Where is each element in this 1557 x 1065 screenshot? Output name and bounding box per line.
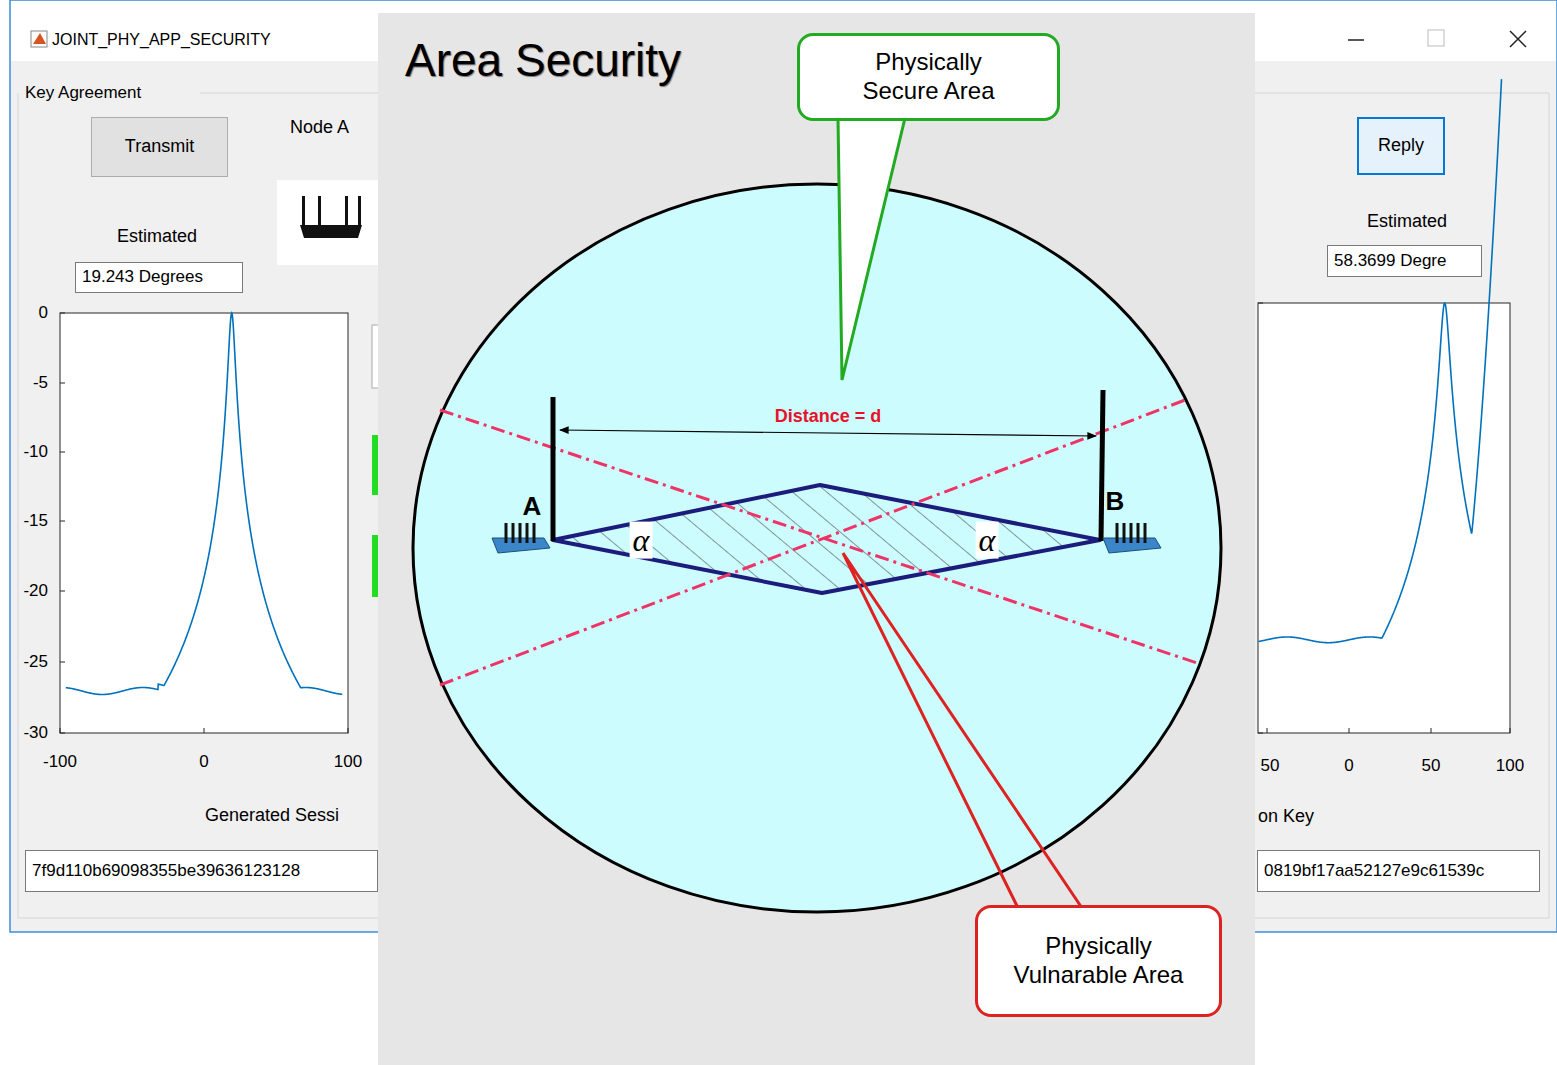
- tick-mark: [60, 313, 65, 314]
- plot-axes: [1258, 303, 1510, 733]
- node-text: 7f9d110b69098355be39636123128: [32, 861, 300, 881]
- callout-box: Physically Vulnarable Area: [975, 905, 1222, 1017]
- node-text: Physically Vulnarable Area: [999, 932, 1199, 990]
- panel-title: Area Security: [405, 34, 681, 87]
- close-icon: [1510, 31, 1526, 47]
- node-text: Physically Secure Area: [839, 48, 1019, 106]
- field-label: Estimated: [1367, 211, 1447, 232]
- router-antenna: [345, 196, 348, 226]
- text-field: 58.3699 Degre: [1327, 245, 1482, 277]
- device-antenna: [519, 523, 522, 543]
- axis-tick: 100: [334, 752, 362, 772]
- node-letter: A: [523, 492, 542, 522]
- maximize-icon: [1428, 30, 1444, 46]
- device-antenna: [505, 523, 508, 543]
- device-antenna: [512, 523, 515, 543]
- tick-mark: [60, 728, 61, 733]
- push-button: Transmit: [91, 117, 228, 177]
- node-text: 19.243 Degrees: [82, 267, 203, 287]
- tick-mark: [60, 591, 65, 592]
- angle-symbol: α: [976, 522, 999, 559]
- axis-tick: -15: [23, 511, 48, 531]
- field-label: Generated Sessi: [205, 805, 339, 826]
- tick-mark: [60, 521, 65, 522]
- device-antenna: [1116, 523, 1119, 543]
- axis-tick: 100: [1496, 756, 1524, 776]
- group-title: Key Agreement: [22, 83, 144, 103]
- node-text: 58.3699 Degre: [1334, 251, 1446, 271]
- field-label: on Key: [1258, 806, 1314, 827]
- router-antenna: [302, 196, 305, 226]
- distance-arrow: [560, 430, 1096, 436]
- router-antenna: [318, 196, 321, 226]
- axis-tick: 50: [1422, 756, 1441, 776]
- dimension-label: Distance = d: [775, 406, 882, 427]
- axis-tick: 0: [39, 303, 48, 323]
- field-label: Estimated: [117, 226, 197, 247]
- axis-tick: -30: [23, 723, 48, 743]
- router-image: [277, 180, 380, 265]
- axis-tick: 0: [199, 752, 208, 772]
- angle-symbol: α: [630, 522, 653, 559]
- device-antenna: [1137, 523, 1140, 543]
- panel-ground: [378, 13, 1255, 1065]
- router-image: [300, 225, 362, 238]
- key-field: 0819bf17aa52127e9c61539c: [1257, 850, 1540, 892]
- device-antenna: [1130, 523, 1133, 543]
- antenna-a: [551, 397, 556, 541]
- tick-mark: [1349, 728, 1350, 733]
- tick-mark: [1258, 733, 1263, 734]
- tick-mark: [1258, 303, 1263, 304]
- window-title: JOINT_PHY_APP_SECURITY: [52, 31, 271, 49]
- axis-tick: 50: [1261, 756, 1280, 776]
- device-antenna: [526, 523, 529, 543]
- node-text: 0819bf17aa52127e9c61539c: [1264, 861, 1484, 881]
- group-box: [18, 93, 1549, 918]
- secure-area-circle: [413, 184, 1221, 912]
- callout-box: Physically Secure Area: [797, 33, 1060, 121]
- spectrum-curve: [1258, 79, 1501, 643]
- tick-mark: [60, 662, 65, 663]
- tick-mark: [60, 452, 65, 453]
- tick-mark: [1267, 728, 1268, 733]
- device-antenna: [533, 523, 536, 543]
- antenna-b: [1101, 390, 1103, 541]
- tick-mark: [1510, 728, 1511, 733]
- callout-tail: [843, 553, 1082, 908]
- tick-mark: [1431, 728, 1432, 733]
- app-icon: [31, 31, 47, 47]
- plot-axes: [60, 313, 348, 733]
- axis-tick: 0: [1344, 756, 1353, 776]
- device-antenna: [1123, 523, 1126, 543]
- spectrum-curve: [66, 313, 342, 694]
- router-antenna: [358, 196, 361, 226]
- device-antenna: [1144, 523, 1147, 543]
- axis-tick: -10: [23, 442, 48, 462]
- node-letter: B: [1106, 487, 1125, 517]
- tick-mark: [204, 728, 205, 733]
- node-text: Transmit: [125, 136, 194, 158]
- app-icon: [33, 33, 46, 44]
- axis-tick: -5: [33, 373, 48, 393]
- axis-tick: -25: [23, 652, 48, 672]
- callout-tail: [838, 118, 905, 380]
- minimize-icon: [1348, 39, 1364, 41]
- tick-mark: [348, 728, 349, 733]
- push-button: Reply: [1357, 117, 1445, 175]
- node-text: Reply: [1378, 135, 1424, 157]
- axis-tick: -100: [43, 752, 77, 772]
- text-field: 19.243 Degrees: [75, 262, 243, 293]
- tick-mark: [60, 383, 65, 384]
- key-field: 7f9d110b69098355be39636123128: [25, 850, 378, 892]
- tick-mark: [60, 733, 65, 734]
- node-name: Node A: [290, 117, 349, 138]
- axis-tick: -20: [23, 581, 48, 601]
